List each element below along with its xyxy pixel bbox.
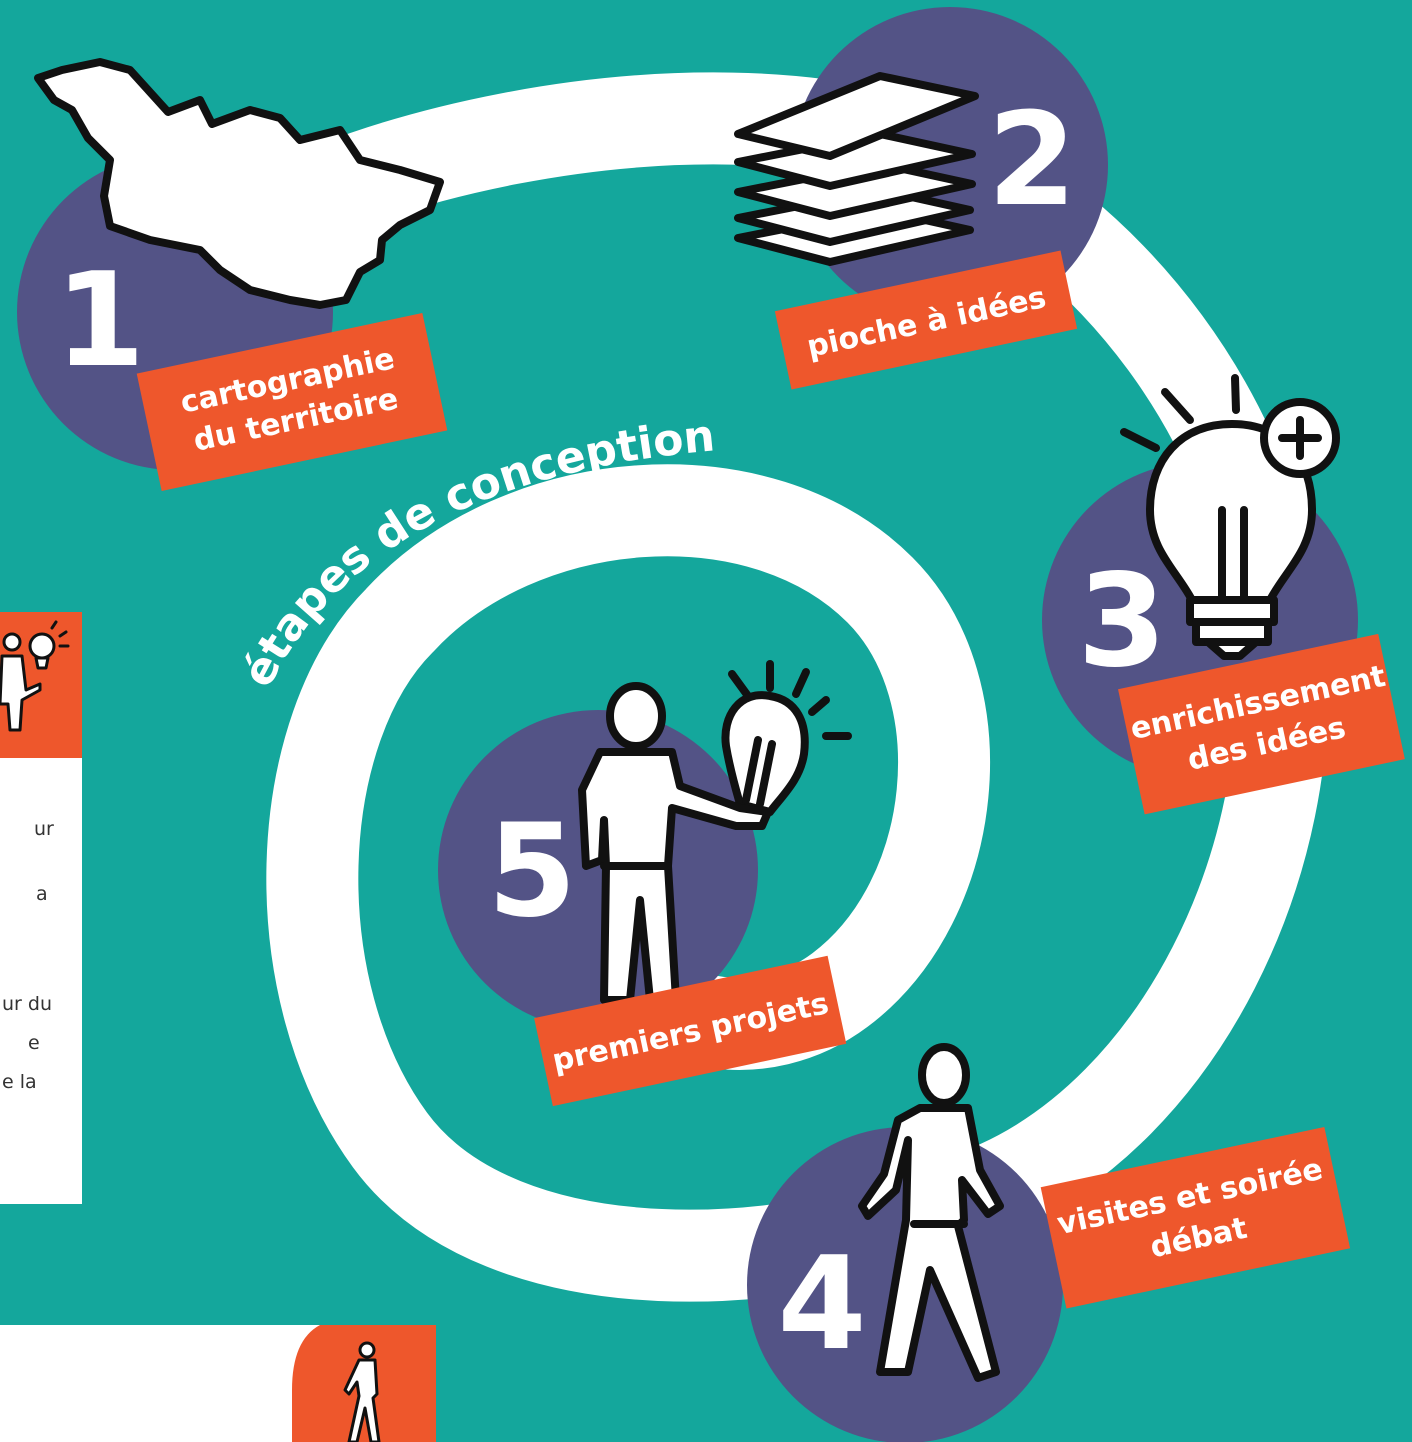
step-1-number: 1 (55, 244, 145, 396)
walking-person-icon (343, 1341, 381, 1442)
side-text-3: ur du (2, 993, 52, 1015)
step-2: 2 pioche à idées (734, 7, 1108, 390)
step-2-number: 2 (987, 86, 1076, 235)
side-panel: ur a ur du e e la (0, 612, 82, 1204)
lightbulb-plus-icon (1120, 374, 1340, 660)
card-stack-icon (734, 72, 979, 266)
step-4-banner (1040, 1126, 1351, 1309)
step-3: 3 enrichissement des idées (1042, 374, 1405, 815)
step-4-number: 4 (777, 1230, 866, 1379)
step-5: 5 premiers projets (438, 660, 852, 1107)
side-text-1: ur (34, 818, 54, 840)
side-text-2: a (36, 883, 48, 905)
step-4: 4 visites et soirée débat (747, 1043, 1351, 1442)
step-2-banner (774, 250, 1078, 390)
step-1: 1 cartographie du territoire (17, 58, 448, 492)
walking-person-icon (858, 1043, 1004, 1382)
step-3-banner (1118, 633, 1405, 815)
person-holding-lightbulb-icon (578, 660, 852, 1004)
step-5-banner (534, 955, 847, 1107)
bottom-panel (0, 1325, 436, 1442)
step-5-number: 5 (487, 797, 576, 946)
territory-map-icon (34, 58, 444, 309)
step-1-banner (136, 312, 448, 492)
person-holding-lightbulb-icon (0, 620, 70, 732)
step-3-number: 3 (1077, 547, 1166, 696)
side-text-4: e (28, 1032, 40, 1054)
side-text-5: e la (2, 1071, 37, 1093)
